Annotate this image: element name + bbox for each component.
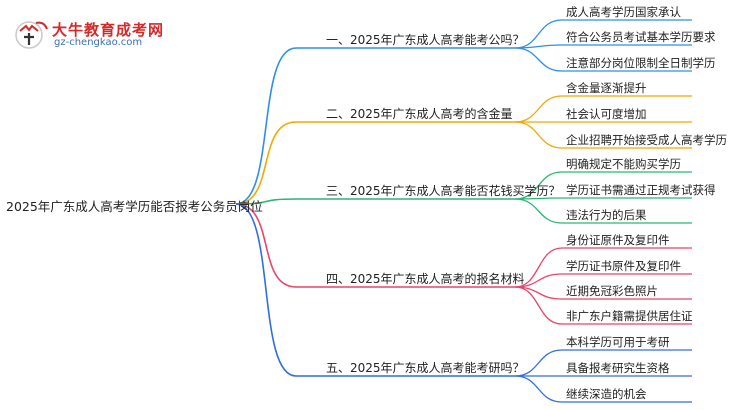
- branch-node: 二、2025年广东成人高考的含金量: [326, 107, 513, 121]
- leaf-node: 近期免冠彩色照片: [566, 284, 658, 298]
- branch-node: 三、2025年广东成人高考能否花钱买学历？: [326, 184, 561, 198]
- bull-logo-icon: [15, 21, 48, 49]
- root-to-branch-link: [235, 203, 297, 377]
- leaf-node: 违法行为的后果: [566, 208, 647, 222]
- leaf-node: 社会认可度增加: [566, 107, 647, 121]
- leaf-node: 成人高考学历国家承认: [566, 5, 681, 19]
- branch-to-leaf-link: [514, 286, 692, 325]
- branch-to-leaf-link: [514, 44, 692, 49]
- root-to-branch-link: [235, 47, 297, 205]
- branch-node: 四、2025年广东成人高考的报名材料: [326, 272, 525, 286]
- branch-to-leaf-link: [514, 273, 692, 288]
- leaf-node: 企业招聘开始接受成人高考学历: [566, 133, 727, 147]
- branch-to-leaf-link: [514, 121, 692, 149]
- branch-to-leaf-link: [514, 198, 692, 224]
- root-to-branch-link: [235, 121, 297, 205]
- logo-url: gz-chengkao.com: [54, 37, 143, 48]
- leaf-node: 非广东户籍需提供居住证: [566, 309, 693, 323]
- branch-node: 一、2025年广东成人高考能考公吗？: [326, 33, 525, 47]
- branch-to-leaf-link: [514, 47, 692, 72]
- leaf-node: 具备报考研究生资格: [566, 361, 670, 375]
- leaf-node: 继续深造的机会: [566, 387, 647, 401]
- branch-to-leaf-link: [514, 171, 692, 200]
- root-to-branch-link: [235, 198, 297, 205]
- root-node: 2025年广东成人高考学历能否报考公务员岗位: [6, 199, 263, 214]
- branch-to-leaf-link: [514, 247, 692, 288]
- leaf-node: 符合公务员考试基本学历要求: [566, 30, 716, 44]
- branch-node: 五、2025年广东成人高考能考研吗？: [326, 361, 525, 375]
- leaf-node: 明确规定不能购买学历: [566, 157, 681, 171]
- leaf-node: 含金量逐渐提升: [566, 81, 647, 95]
- leaf-node: 身份证原件及复印件: [566, 233, 670, 247]
- logo-title: 大牛教育成考网: [52, 21, 165, 39]
- branch-to-leaf-link: [514, 197, 692, 200]
- leaf-node: 学历证书原件及复印件: [566, 259, 681, 273]
- branch-to-leaf-link: [514, 95, 692, 123]
- branch-to-leaf-link: [514, 19, 692, 49]
- leaf-node: 本科学历可用于考研: [566, 335, 670, 349]
- root-to-branch-link: [235, 203, 297, 288]
- site-logo[interactable]: 大牛教育成考网 gz-chengkao.com: [14, 17, 164, 51]
- leaf-node: 学历证书需通过正规考试获得: [566, 183, 716, 197]
- branch-to-leaf-link: [514, 375, 692, 403]
- branch-to-leaf-link: [514, 349, 692, 377]
- leaf-node: 注意部分岗位限制全日制学历: [566, 56, 716, 70]
